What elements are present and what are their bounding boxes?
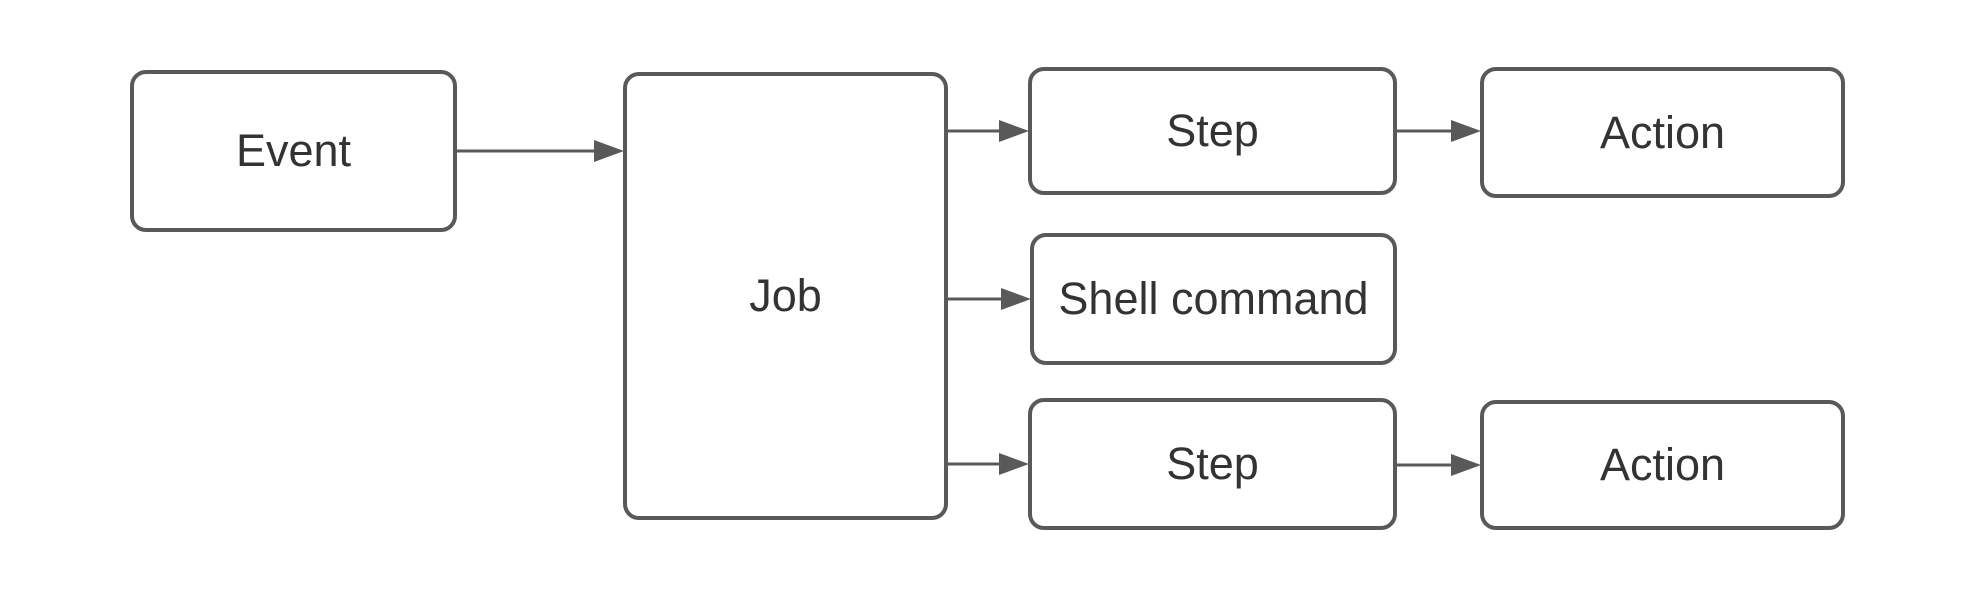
node-step-top-label: Step (1166, 105, 1259, 156)
node-event: Event (130, 70, 457, 232)
node-action-bottom: Action (1480, 400, 1845, 530)
node-event-label: Event (235, 125, 352, 176)
node-step-bottom-label: Step (1166, 438, 1259, 489)
node-job-label: Job (749, 270, 822, 321)
arrowhead-icon (1001, 288, 1031, 310)
connector-event-to-job (456, 140, 624, 162)
node-step-bottom: Step (1028, 398, 1397, 530)
node-action-bottom-label: Action (1599, 439, 1726, 490)
node-action-top: Action (1480, 67, 1845, 198)
arrowhead-icon (1451, 120, 1481, 142)
arrowhead-icon (594, 140, 624, 162)
connector-job-to-step-bottom (947, 453, 1029, 475)
connector-job-to-step-top (947, 120, 1029, 142)
arrowhead-icon (1451, 454, 1481, 476)
connector-job-to-shell (947, 288, 1031, 310)
arrowhead-icon (999, 453, 1029, 475)
connector-step-bottom-to-action-bottom (1396, 454, 1481, 476)
node-shell-command: Shell command (1030, 233, 1397, 365)
node-step-top: Step (1028, 67, 1397, 195)
arrowhead-icon (999, 120, 1029, 142)
node-action-top-label: Action (1599, 106, 1726, 158)
node-job: Job (623, 72, 948, 520)
node-shell-command-label: Shell command (1058, 273, 1369, 324)
connector-step-top-to-action-top (1396, 120, 1481, 142)
